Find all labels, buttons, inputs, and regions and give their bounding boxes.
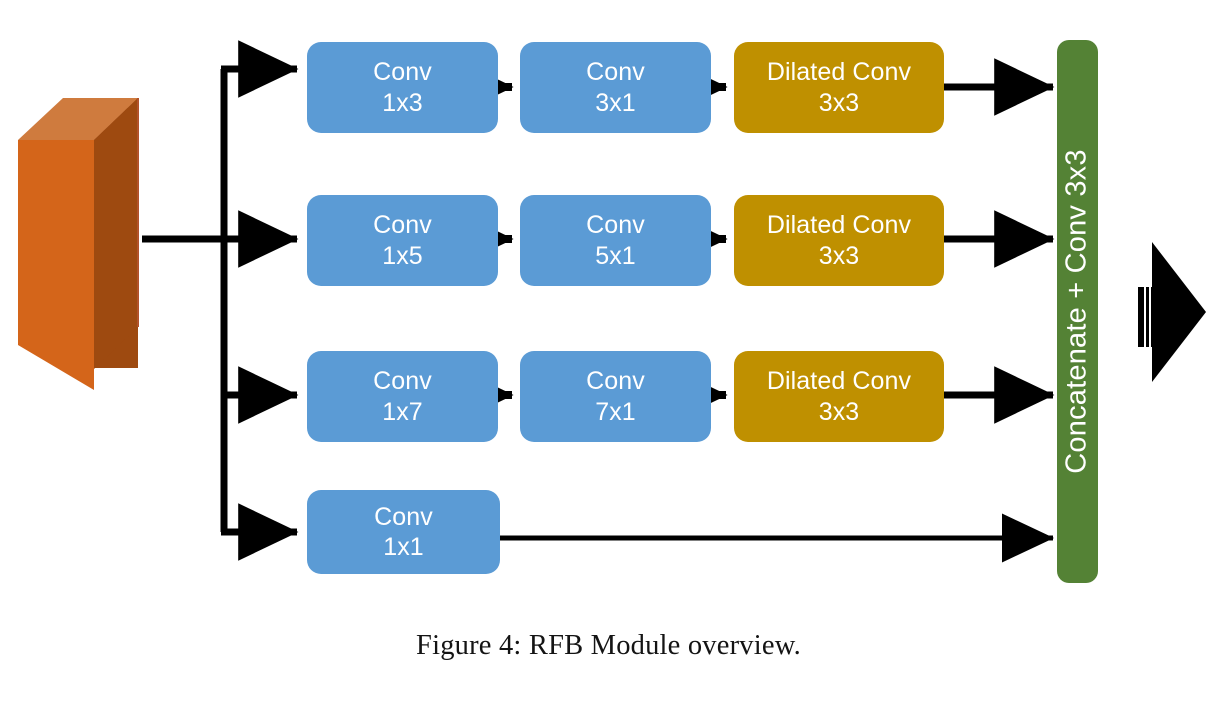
node-conv-5x1[interactable]: Conv 5x1 (520, 195, 711, 286)
node-line-1: Dilated Conv (766, 367, 912, 395)
node-line-2: 3x3 (818, 241, 860, 270)
node-concatenate-conv-3x3[interactable]: Concatenate + Conv 3x3 (1057, 40, 1098, 583)
node-conv-1x1[interactable]: Conv 1x1 (307, 490, 500, 574)
node-line-2: 1x1 (383, 533, 424, 561)
figure-caption: Figure 4: RFB Module overview. (416, 630, 801, 661)
node-conv-1x3[interactable]: Conv 1x3 (307, 42, 498, 133)
node-dilated-conv-3x3-branch-1[interactable]: Dilated Conv 3x3 (734, 42, 944, 133)
node-line-1: Dilated Conv (766, 58, 912, 86)
node-line-2: 1x7 (382, 397, 423, 426)
node-line-2: 3x1 (595, 88, 636, 117)
node-dilated-conv-3x3-branch-2[interactable]: Dilated Conv 3x3 (734, 195, 944, 286)
node-line-1: Conv (586, 367, 645, 395)
node-conv-3x1[interactable]: Conv 3x1 (520, 42, 711, 133)
node-line-1: Conv (373, 211, 432, 239)
node-conv-7x1[interactable]: Conv 7x1 (520, 351, 711, 442)
node-line-2: 3x3 (818, 88, 860, 117)
node-line-1: Conv (586, 58, 645, 86)
node-line-1: Conv (586, 211, 645, 239)
node-line-2: 1x5 (382, 241, 423, 270)
node-line-2: 5x1 (595, 241, 636, 270)
output-arrow-icon (1138, 242, 1206, 382)
concat-bar-label: Concatenate + Conv 3x3 (1061, 149, 1094, 474)
node-line-2: 7x1 (595, 397, 636, 426)
node-line-1: Conv (373, 58, 432, 86)
node-line-2: 1x3 (382, 88, 423, 117)
input-feature-map-3d (18, 98, 139, 390)
node-dilated-conv-3x3-branch-3[interactable]: Dilated Conv 3x3 (734, 351, 944, 442)
node-line-1: Conv (373, 367, 432, 395)
node-conv-1x7[interactable]: Conv 1x7 (307, 351, 498, 442)
node-line-2: 3x3 (818, 397, 860, 426)
node-line-1: Dilated Conv (766, 211, 912, 239)
node-conv-1x5[interactable]: Conv 1x5 (307, 195, 498, 286)
node-line-1: Conv (374, 502, 433, 531)
